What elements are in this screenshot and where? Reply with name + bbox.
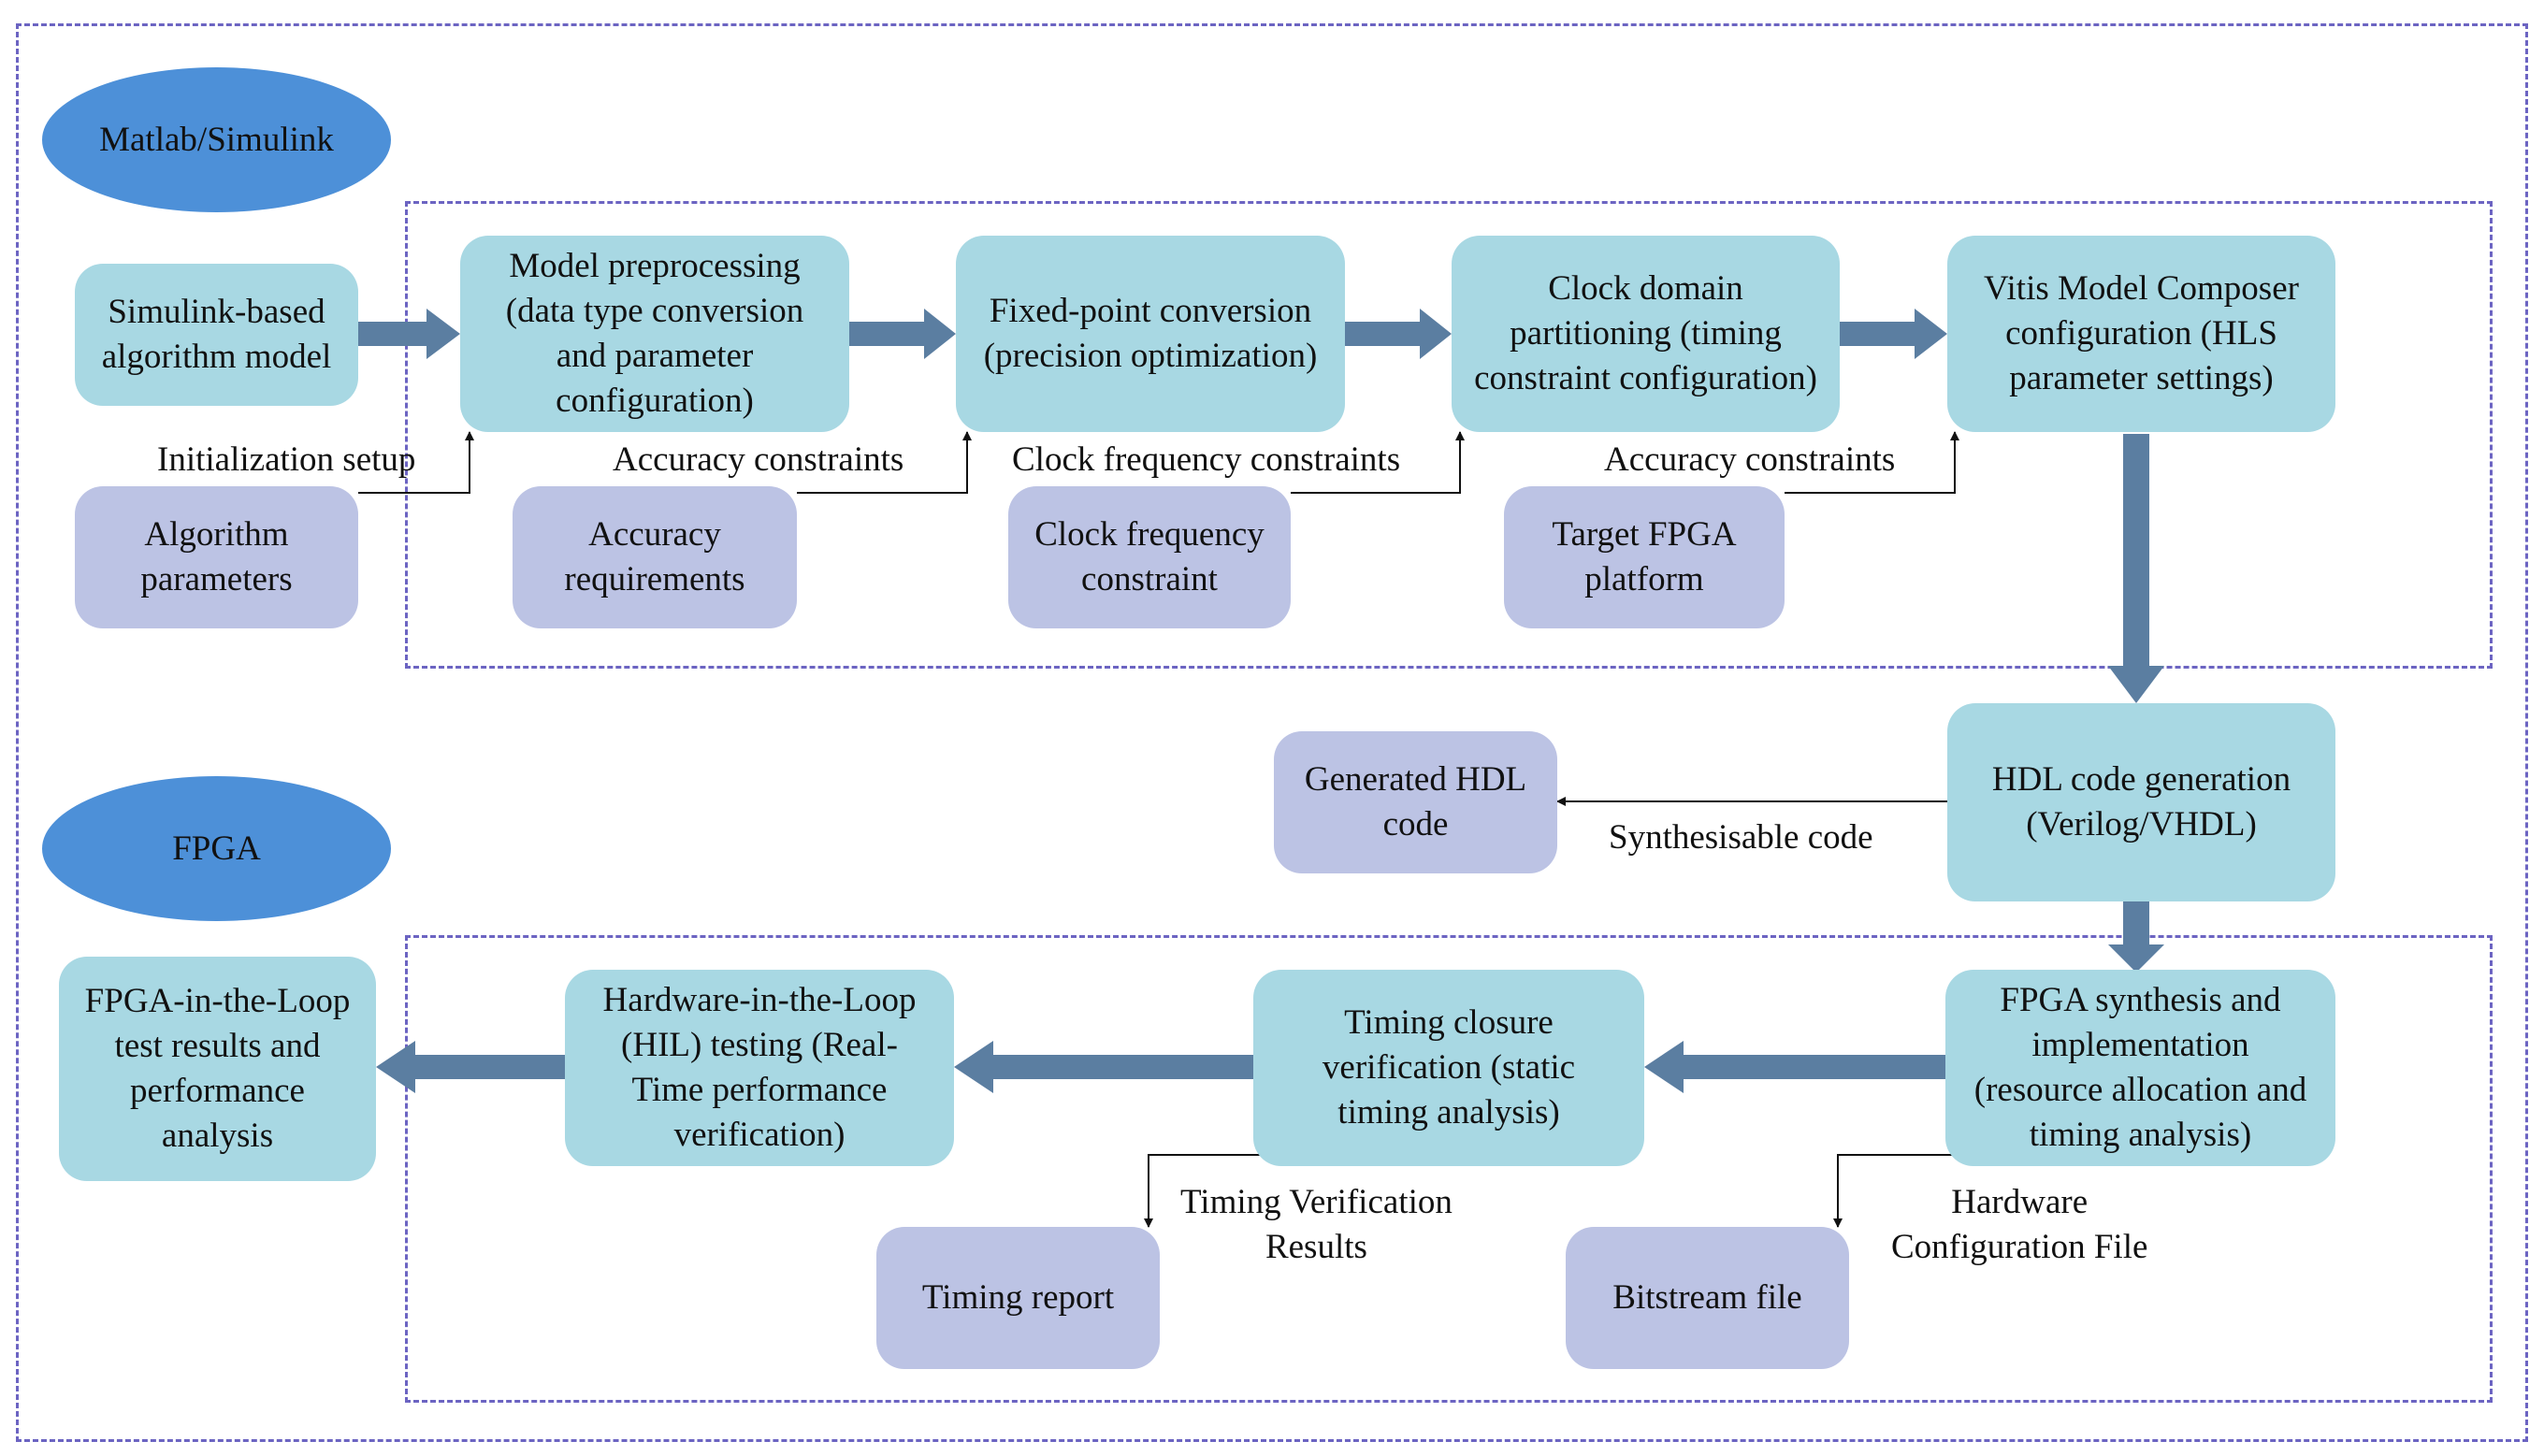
hdl-code-generation-node: HDL code generation (Verilog/VHDL) (1947, 703, 2335, 901)
thick-arrow-fixed-point-to-clock-domain (1345, 309, 1452, 359)
thin-arrow-timing-report (1144, 1154, 1265, 1228)
bitstream-file-node: Bitstream file (1566, 1227, 1849, 1369)
edge-label-accuracy-constraints-2: Accuracy constraints (1604, 440, 1896, 479)
edge-label-hardware-configuration-file: Hardware Configuration File (1891, 1183, 2148, 1266)
edge-label-clock-frequency-constraints: Clock frequency constraints (1012, 440, 1401, 479)
thick-arrow-hil-to-fil-results (376, 1041, 565, 1093)
vitis-configuration-node: Vitis Model Composer configuration (HLS … (1947, 236, 2335, 432)
outer-frame (16, 23, 2528, 1442)
algorithm-parameters-node: Algorithm parameters (75, 486, 358, 628)
clock-frequency-constraint-node: Clock frequency constraint (1008, 486, 1291, 628)
thick-arrow-vitis-to-hdl (2108, 434, 2164, 703)
thick-arrow-timing-closure-to-hil (954, 1041, 1253, 1093)
fpga-section-ellipse: FPGA (42, 776, 391, 921)
clock-domain-node: Clock domain partitioning (timing constr… (1452, 236, 1840, 432)
fixed-point-conversion-node: Fixed-point conversion (precision optimi… (956, 236, 1345, 432)
thick-arrow-simulink-to-preprocessing (358, 309, 460, 359)
generated-hdl-code-node: Generated HDL code (1274, 731, 1557, 873)
matlab-simulink-section-ellipse: Matlab/Simulink (42, 67, 391, 212)
edge-label-initialization-setup: Initialization setup (157, 440, 416, 479)
thin-arrow-bitstream (1833, 1154, 1955, 1228)
model-preprocessing-node: Model preprocessing (data type conversio… (460, 236, 849, 432)
simulink-model-node: Simulink-based algorithm model (75, 264, 358, 406)
timing-report-node: Timing report (876, 1227, 1160, 1369)
thick-arrow-hdl-to-synthesis (2108, 901, 2164, 973)
thin-arrow-accuracy-requirements (797, 431, 972, 494)
edge-label-synthesisable-code: Synthesisable code (1609, 818, 1873, 857)
timing-closure-node: Timing closure verification (static timi… (1253, 970, 1644, 1166)
edge-label-accuracy-constraints-1: Accuracy constraints (613, 440, 904, 479)
thin-arrow-clock-frequency (1291, 431, 1465, 494)
fpga-stage-frame (405, 935, 2493, 1403)
thin-arrow-algorithm-parameters (358, 431, 474, 494)
thick-arrow-synthesis-to-timing-closure (1644, 1041, 1945, 1093)
thick-arrow-clock-domain-to-vitis (1840, 309, 1947, 359)
fpga-synthesis-node: FPGA synthesis and implementation (resou… (1945, 970, 2335, 1166)
edge-label-timing-verification-results: Timing Verification Results (1180, 1183, 1453, 1266)
thin-arrow-target-fpga (1785, 431, 1959, 494)
fil-results-node: FPGA-in-the-Loop test results and perfor… (59, 957, 376, 1181)
accuracy-requirements-node: Accuracy requirements (513, 486, 797, 628)
hil-testing-node: Hardware-in-the-Loop (HIL) testing (Real… (565, 970, 954, 1166)
thick-arrow-preprocessing-to-fixed-point (849, 309, 956, 359)
simulink-stage-frame (405, 201, 2493, 669)
target-fpga-platform-node: Target FPGA platform (1504, 486, 1785, 628)
